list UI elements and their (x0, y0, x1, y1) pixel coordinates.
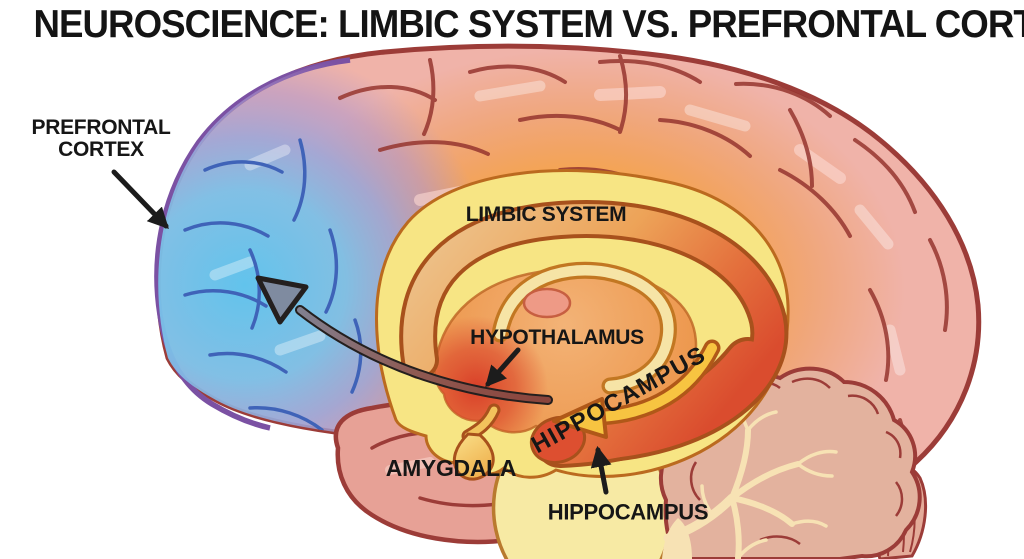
label-hypothalamus: HYPOTHALAMUS (470, 325, 644, 349)
prefrontal-gyri (183, 138, 363, 432)
prefrontal-purple-rim (154, 57, 351, 431)
label-limbic-system: LIMBIC SYSTEM (465, 202, 627, 226)
label-prefrontal-cortex: PREFRONTAL CORTEX (31, 115, 171, 161)
cerebrum-shape (154, 46, 979, 540)
hypothalamus-pointer-arrow (485, 347, 521, 388)
pituitary-shape (452, 403, 501, 481)
pineal-oval (522, 287, 572, 319)
cortex-highlights (209, 80, 906, 376)
hippocampus-pointer-arrow (590, 445, 612, 495)
label-hippocampus: HIPPOCAMPUS (547, 499, 709, 525)
prefrontal-pointer-arrow (111, 169, 169, 230)
cerebellum-arbor-vitae (663, 396, 838, 559)
label-amygdala: AMYGDALA (385, 454, 517, 481)
fornix-shape (491, 261, 677, 395)
page-title: NEUROSCIENCE: LIMBIC SYSTEM VS. PREFRONT… (0, 3, 1024, 47)
page-title-text: NEUROSCIENCE: LIMBIC SYSTEM VS. PREFRONT… (33, 3, 1024, 46)
limbic-to-prefrontal-arrow (255, 275, 553, 405)
hippocampus-flow-arrow (552, 339, 721, 439)
limbic-region-shape (375, 169, 790, 481)
corpus-callosum-hippocampus-band (399, 200, 789, 468)
